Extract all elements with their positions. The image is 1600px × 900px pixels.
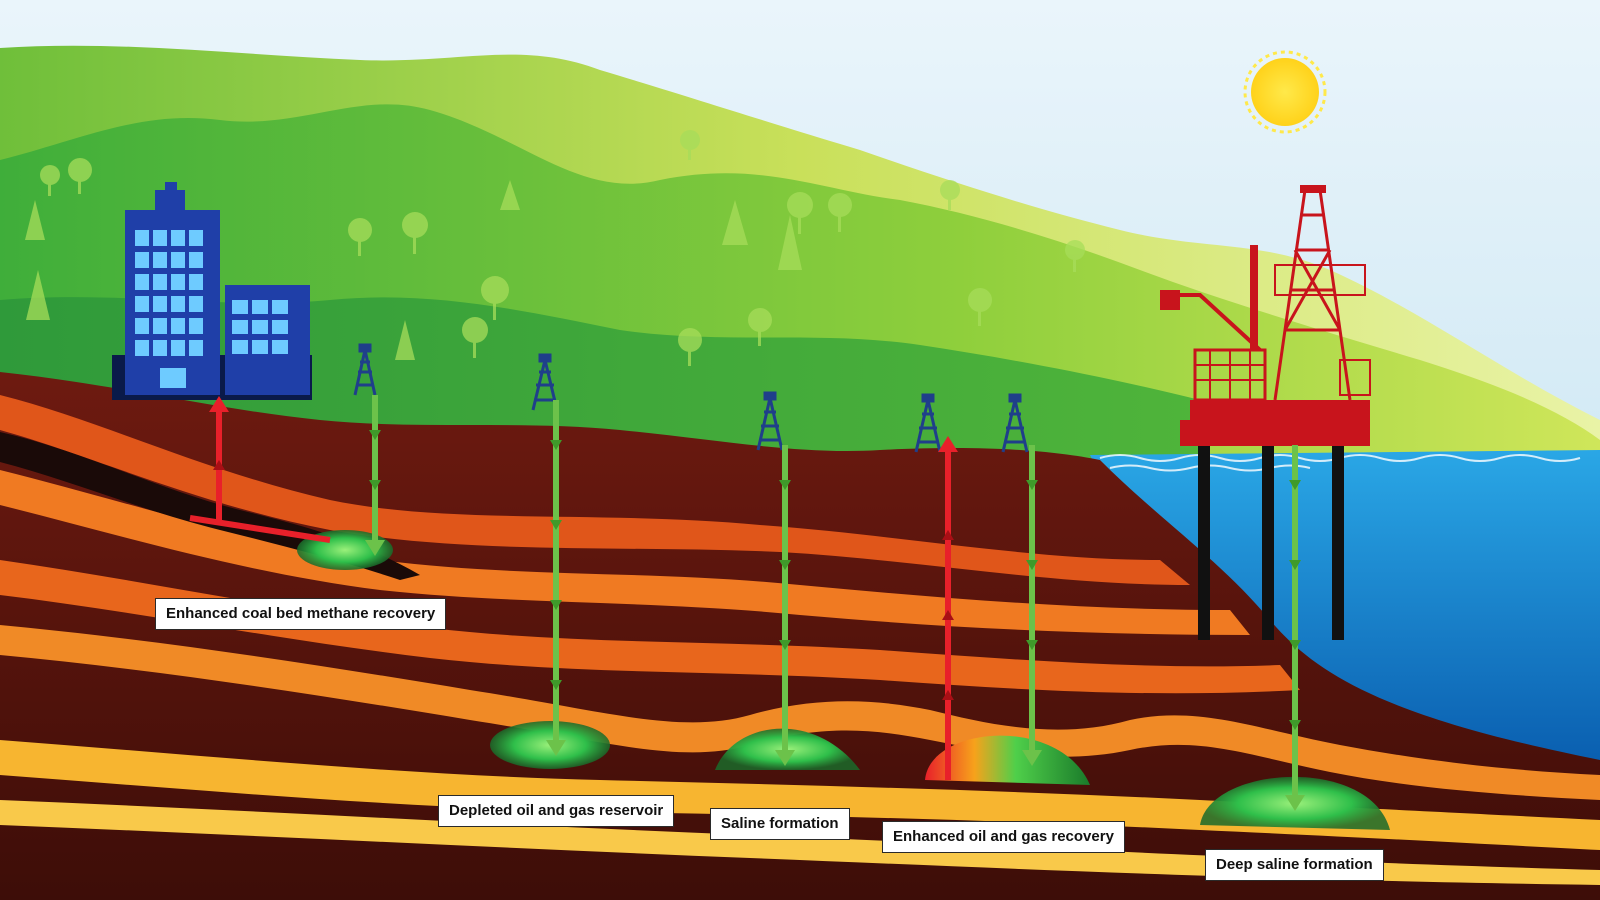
sun-icon: [1243, 50, 1327, 134]
office-building-icon: [112, 182, 312, 400]
trees: [25, 130, 1085, 366]
derrick-icon-3: [756, 391, 784, 451]
label-enhanced-oil-gas: Enhanced oil and gas recovery: [882, 821, 1125, 853]
flow-chevrons: [369, 430, 1301, 730]
derrick-icon-4: [914, 393, 942, 453]
storage-pool-enhanced: [925, 735, 1090, 785]
derrick-icon-2: [531, 353, 559, 411]
ground: [0, 372, 1600, 900]
derrick-icon-5: [1001, 393, 1029, 453]
derrick-icon-1: [353, 343, 377, 396]
label-saline-formation: Saline formation: [710, 808, 850, 840]
extraction-arrowhead-building: [209, 396, 229, 412]
extraction-arrowhead-enhanced: [938, 436, 958, 452]
flow-chevrons-red: [213, 460, 954, 700]
label-deep-saline-formation: Deep saline formation: [1205, 849, 1384, 881]
label-depleted-reservoir: Depleted oil and gas reservoir: [438, 795, 675, 827]
label-coal-bed-methane: Enhanced coal bed methane recovery: [155, 598, 447, 630]
offshore-rig-icon: [1160, 185, 1371, 640]
derrick-icons: [353, 343, 1029, 453]
rock-strata: [0, 395, 1600, 885]
extraction-lateral-coal: [189, 515, 331, 543]
